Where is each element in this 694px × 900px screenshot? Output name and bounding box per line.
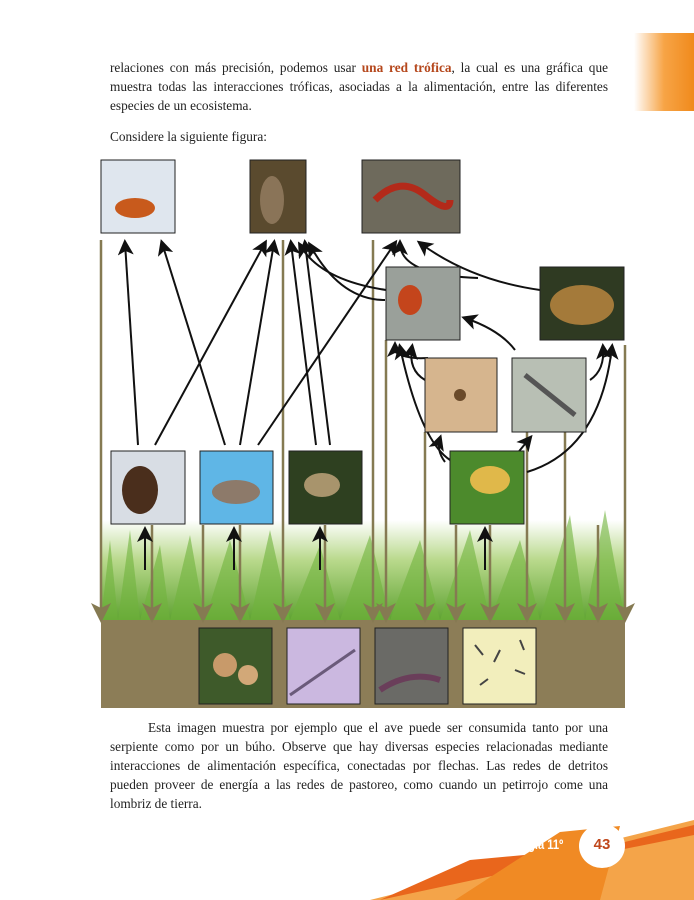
feeding-arrows bbox=[117, 239, 619, 570]
owl-photo bbox=[249, 159, 307, 234]
chapter-tab bbox=[634, 33, 694, 111]
page-number: 43 bbox=[579, 824, 625, 868]
beetle-photo bbox=[449, 450, 525, 525]
subject-label: Biología 11º bbox=[500, 836, 564, 852]
toad-photo bbox=[539, 266, 625, 341]
micrograph-photo bbox=[286, 627, 361, 705]
intro-text: relaciones con más precisión, podemos us… bbox=[110, 60, 362, 75]
sparrow-photo bbox=[288, 450, 363, 525]
robin-photo bbox=[385, 266, 461, 341]
body-paragraph: Esta imagen muestra por ejemplo que el a… bbox=[110, 720, 608, 811]
food-web-figure bbox=[91, 159, 635, 708]
earthworm-photo bbox=[374, 627, 449, 705]
intro-text-end: , la cual es una gráfica que muestra tod… bbox=[110, 60, 608, 113]
fox-photo bbox=[100, 159, 176, 234]
highlight-term: una red trófica bbox=[361, 60, 452, 75]
mouse-photo bbox=[199, 450, 274, 525]
intro-paragraph: relaciones con más precisión, podemos us… bbox=[110, 58, 608, 115]
centipede-photo bbox=[511, 357, 587, 433]
grass bbox=[101, 510, 625, 620]
squirrel-photo bbox=[110, 450, 186, 525]
snake-photo bbox=[361, 159, 461, 234]
bacteria-photo bbox=[462, 627, 537, 705]
spider-photo bbox=[424, 357, 498, 433]
mushrooms-photo bbox=[198, 627, 273, 705]
soil-band bbox=[101, 620, 625, 708]
figure-prompt: Considere la siguiente figura: bbox=[110, 129, 267, 144]
